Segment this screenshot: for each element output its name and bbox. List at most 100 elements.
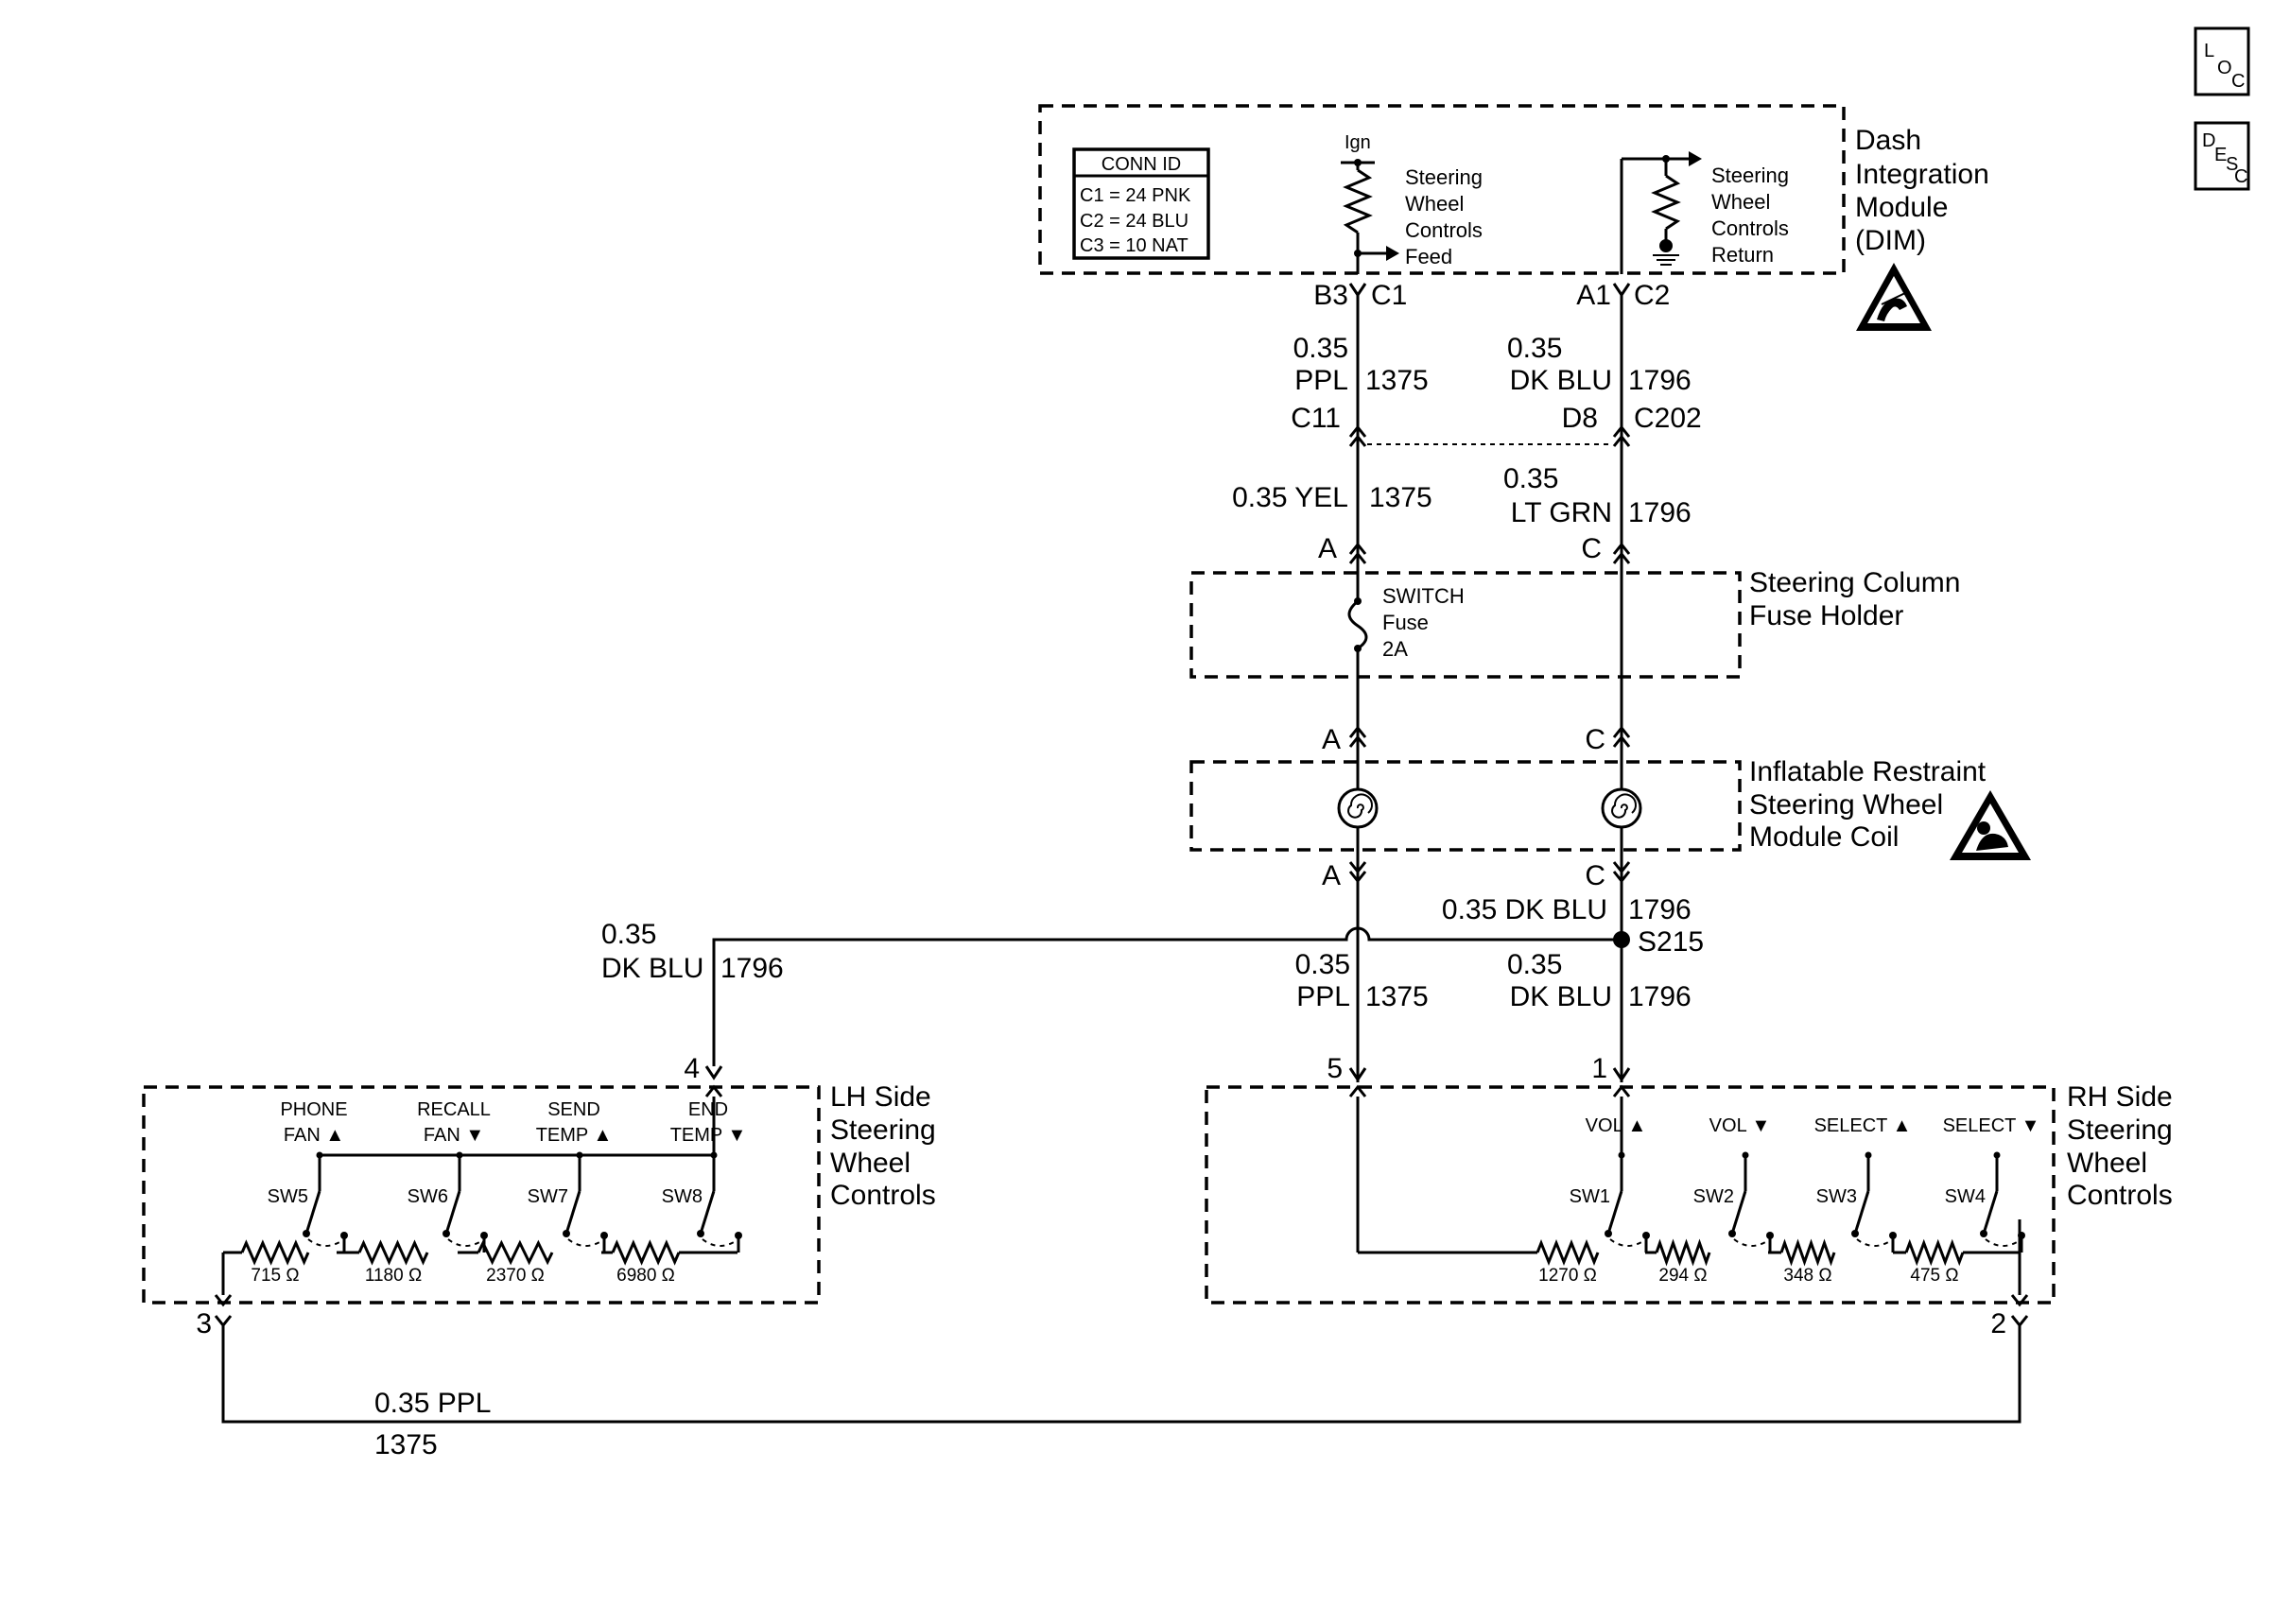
switch-id-label: SW8 — [662, 1186, 703, 1207]
svg-text:D8: D8 — [1562, 403, 1598, 434]
svg-text:PPL: PPL — [1296, 981, 1350, 1012]
svg-text:Wheel: Wheel — [1405, 192, 1464, 216]
switch-function-label: VOL ▼ — [1709, 1115, 1771, 1136]
resistor-value-label: 715 Ω — [251, 1266, 299, 1286]
svg-text:Fuse Holder: Fuse Holder — [1749, 600, 1903, 631]
coil-spiral-left-icon — [1337, 787, 1379, 829]
svg-text:C: C — [1585, 860, 1605, 891]
wire-label-bottom-ppl: 0.35 PPL 1375 — [374, 1388, 491, 1460]
switch-function-label: SELECT ▲ — [1814, 1115, 1912, 1136]
svg-text:1796: 1796 — [1628, 981, 1692, 1012]
switch-sw2[interactable]: VOL ▼ SW2 — [1693, 1115, 1774, 1253]
svg-text:SWITCH: SWITCH — [1382, 584, 1465, 608]
svg-text:Return: Return — [1711, 243, 1774, 267]
svg-text:C: C — [2231, 71, 2245, 92]
resistor-zigzag — [1904, 1238, 1965, 1267]
switch-id-label: SW3 — [1816, 1186, 1857, 1207]
switch-sw4[interactable]: SELECT ▼SW4 — [1943, 1115, 2040, 1253]
feed-resistor-symbol: Ign — [1341, 132, 1399, 274]
switch-function-label: VOL ▲ — [1586, 1115, 1647, 1136]
svg-text:C202: C202 — [1634, 403, 1702, 434]
svg-text:C3 = 10 NAT: C3 = 10 NAT — [1080, 235, 1189, 256]
svg-text:Steering: Steering — [2067, 1114, 2173, 1146]
switch-function-label: PHONE — [280, 1099, 347, 1120]
fuse-holder-title: Steering Column Fuse Holder — [1749, 567, 1960, 631]
resistor-value-label: 1180 Ω — [365, 1266, 422, 1286]
svg-text:E: E — [2214, 145, 2227, 165]
svg-text:RH Side: RH Side — [2067, 1081, 2173, 1113]
svg-text:5: 5 — [1327, 1053, 1343, 1084]
resistor-value-label: 294 Ω — [1658, 1266, 1707, 1286]
lh-top-pin: 4 — [684, 1053, 723, 1097]
wire-label-dkblu-1796: 0.35 DK BLU 1796 — [1507, 333, 1692, 396]
svg-text:C: C — [1581, 533, 1602, 564]
svg-text:2: 2 — [1990, 1308, 2006, 1339]
svg-text:0.35: 0.35 — [601, 919, 656, 950]
splice-s215: S215 — [1613, 926, 1704, 958]
svg-text:C2 = 24 BLU: C2 = 24 BLU — [1080, 211, 1189, 232]
inline-connector-c202: C11 D8 C202 — [1291, 403, 1702, 447]
svg-text:A: A — [1318, 533, 1337, 564]
svg-text:Steering: Steering — [1711, 164, 1789, 187]
fuse-symbol: SWITCH Fuse 2A — [1347, 573, 1465, 677]
svg-text:A1: A1 — [1576, 280, 1611, 311]
svg-text:C1: C1 — [1371, 280, 1407, 311]
switch-sw8[interactable]: END TEMP ▼ SW8 — [662, 1099, 747, 1253]
return-resistor-symbol — [1620, 151, 1702, 274]
svg-text:1796: 1796 — [720, 953, 784, 984]
switch-id-label: SW2 — [1693, 1186, 1734, 1207]
svg-text:A: A — [1322, 724, 1341, 755]
svg-text:DK BLU: DK BLU — [1510, 981, 1612, 1012]
resistor-value-label: 6980 Ω — [616, 1266, 675, 1286]
resistor-zigzag — [357, 1239, 429, 1266]
svg-text:0.35: 0.35 — [1507, 333, 1562, 364]
svg-text:0.35: 0.35 — [1293, 333, 1348, 364]
svg-text:A: A — [1322, 860, 1341, 891]
svg-text:4: 4 — [684, 1053, 700, 1084]
switch-function-label: END — [688, 1099, 728, 1120]
svg-text:B3: B3 — [1313, 280, 1348, 311]
svg-text:2A: 2A — [1382, 637, 1408, 661]
svg-text:0.35: 0.35 — [1503, 463, 1558, 494]
svg-text:Controls: Controls — [830, 1180, 936, 1211]
svg-text:1: 1 — [1591, 1053, 1607, 1084]
wire-label-ppl-1375: 0.35 PPL 1375 — [1293, 333, 1429, 396]
svg-text:CONN ID: CONN ID — [1102, 154, 1181, 175]
conn-id-table: CONN ID C1 = 24 PNK C2 = 24 BLU C3 = 10 … — [1072, 147, 1210, 260]
wire-1375-bottom-return — [221, 1325, 2021, 1424]
wire-label-ppl-1375-lower: 0.35 PPL 1375 — [1295, 949, 1429, 1012]
coil-box — [1189, 760, 1742, 852]
switch-sw3[interactable]: SELECT ▲ SW3 — [1814, 1115, 1912, 1253]
svg-text:1796: 1796 — [1628, 894, 1692, 925]
esd-warning-icon — [1856, 263, 1932, 331]
coil-bottom-pins: A C — [1322, 860, 1631, 891]
svg-text:Steering Wheel: Steering Wheel — [1749, 789, 1943, 821]
switch-function-label: TEMP ▼ — [670, 1125, 747, 1146]
svg-text:1375: 1375 — [374, 1429, 438, 1460]
wire-label-ltgrn-1796: 0.35 LT GRN 1796 — [1503, 463, 1692, 528]
svg-text:3: 3 — [196, 1308, 212, 1339]
svg-text:Wheel: Wheel — [830, 1148, 911, 1179]
resistor-zigzag — [1536, 1238, 1600, 1267]
fuse-holder-bottom-pins: A C — [1322, 724, 1631, 755]
feed-label: Steering Wheel Controls Feed — [1405, 165, 1483, 268]
switch-function-label: FAN ▼ — [424, 1125, 484, 1146]
svg-text:Integration: Integration — [1855, 159, 1989, 190]
svg-text:DK BLU: DK BLU — [1510, 365, 1612, 396]
svg-text:0.35 PPL: 0.35 PPL — [374, 1388, 491, 1419]
resistor-value-label: 2370 Ω — [486, 1266, 545, 1286]
airbag-warning-icon — [1950, 790, 2031, 860]
switch-sw1[interactable]: VOL ▲SW1 — [1570, 1115, 1650, 1253]
svg-text:C: C — [1585, 724, 1605, 755]
loc-icon[interactable]: L O C — [2194, 26, 2250, 96]
svg-text:0.35: 0.35 — [1295, 949, 1350, 980]
svg-text:C11: C11 — [1291, 403, 1341, 434]
svg-text:C: C — [2234, 166, 2247, 187]
desc-icon[interactable]: D E S C — [2194, 121, 2250, 191]
switch-id-label: SW7 — [528, 1186, 568, 1207]
return-label: Steering Wheel Controls Return — [1711, 164, 1789, 267]
switch-function-label: TEMP ▲ — [536, 1125, 613, 1146]
